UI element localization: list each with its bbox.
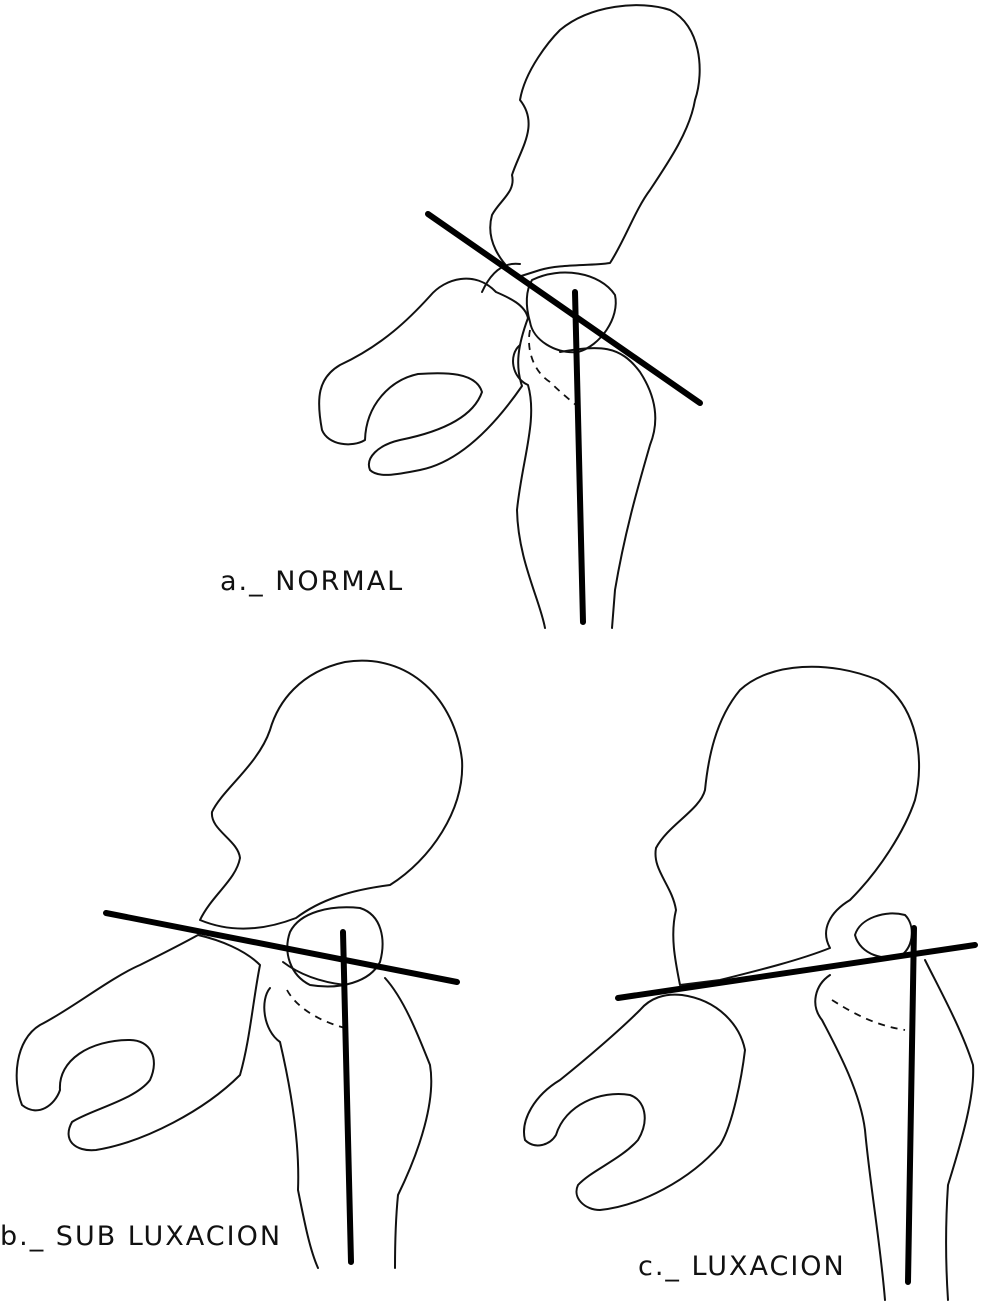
panel-a-ilium-outline [490,5,699,277]
panel-b-femoral-neck-dashed [287,990,345,1028]
panel-c-perkins-line [908,928,914,1282]
panel-b-subluxation: b._ SUB LUXACION [0,661,462,1268]
panel-b-pubis-outline [17,935,260,1150]
panel-c-ilium-outline [655,667,919,985]
panel-c-femur-shaft [815,960,973,1300]
panel-b-ilium-outline [200,661,462,929]
panel-c-femoral-head [855,914,912,958]
panel-a-pubis-outline [319,279,528,475]
panel-b-perkins-line [343,932,351,1262]
panel-c-pubis-outline [524,995,745,1210]
panel-a-perkins-line [575,292,583,622]
panel-b-caption: b._ SUB LUXACION [0,1221,282,1252]
panel-a-caption: a._ NORMAL [220,566,404,597]
panel-a-hilgenreiner-line [428,214,700,403]
panel-c-femoral-neck-dashed [832,1000,905,1030]
panel-a-normal: a._ NORMAL [220,5,700,628]
panel-b-acetabular-margin [283,962,345,985]
panel-c-luxation: c._ LUXACION [524,667,975,1300]
panel-b-femoral-head [287,907,382,986]
panel-c-caption: c._ LUXACION [638,1251,846,1282]
panel-a-femoral-neck-dashed [529,330,576,405]
panel-c-hilgenreiner-line [618,945,975,998]
